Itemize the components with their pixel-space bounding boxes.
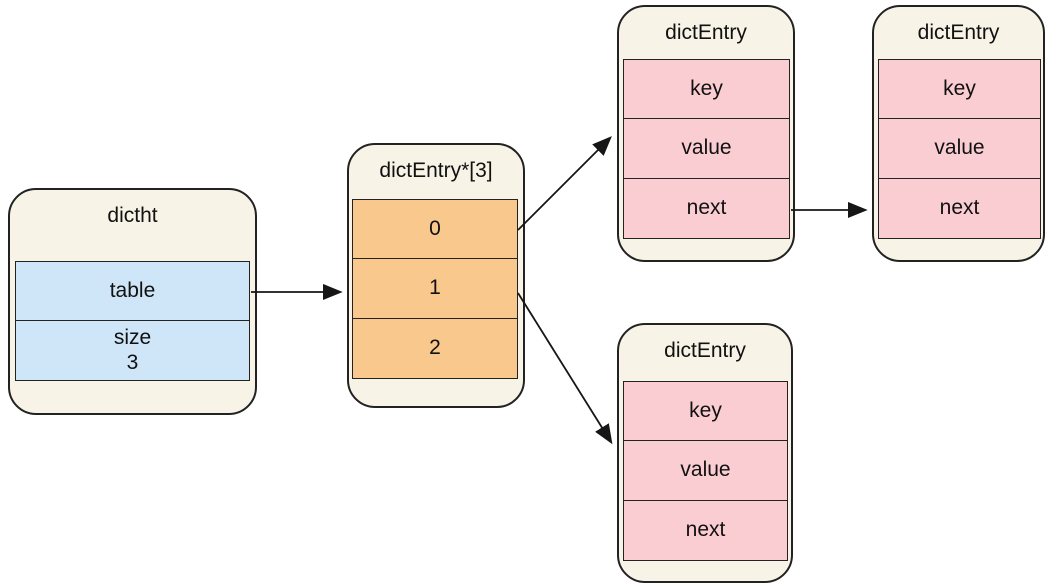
entry-bottom-title: dictEntry [664, 339, 746, 362]
dictht-title: dictht [107, 204, 158, 227]
bucket-slot-0: 0 [352, 199, 518, 259]
entry-top2-value-label: value [934, 136, 985, 160]
dictht-table-label: table [109, 278, 156, 302]
entry-bottom-key-label: key [689, 398, 722, 422]
entry-bottom-value-label: value [680, 458, 731, 482]
entry-bottom-rows: key value next [623, 381, 788, 561]
entry-top2-row-key: key [878, 59, 1041, 119]
dictht-row-size: size 3 [15, 321, 250, 381]
entry-top1-key-label: key [690, 76, 723, 100]
entry-top2-row-value: value [878, 119, 1041, 179]
dictht-row-table: table [15, 261, 250, 321]
bucket-array-title: dictEntry*[3] [379, 159, 493, 182]
bucket-slot-0-label: 0 [429, 216, 441, 240]
arrow-slot0-to-entry-top1 [517, 136, 612, 231]
bucket-slot-1: 1 [352, 259, 518, 319]
entry-top2-next-label: next [939, 196, 980, 220]
dictht-size-value: 3 [126, 350, 139, 374]
bucket-array-rows: 0 1 2 [352, 199, 518, 379]
entry-top2-key-label: key [943, 76, 976, 100]
entry-bottom-box: dictEntry key value next [617, 323, 793, 583]
entry-top1-rows: key value next [623, 59, 790, 239]
dictht-box: dictht table size 3 [8, 188, 257, 415]
entry-top2-rows: key value next [878, 59, 1041, 239]
entry-top1-box: dictEntry key value next [617, 5, 795, 262]
entry-top2-box: dictEntry key value next [872, 5, 1045, 262]
entry-top1-row-key: key [623, 59, 790, 119]
bucket-slot-2-label: 2 [429, 336, 441, 360]
bucket-array-box: dictEntry*[3] 0 1 2 [347, 143, 525, 408]
entry-bottom-row-value: value [623, 441, 788, 501]
entry-top2-title: dictEntry [917, 21, 1000, 44]
entry-bottom-row-next: next [623, 501, 788, 561]
entry-top1-title: dictEntry [665, 21, 747, 44]
bucket-slot-2: 2 [352, 319, 518, 379]
entry-top1-value-label: value [681, 136, 732, 160]
bucket-slot-1-label: 1 [429, 276, 441, 300]
dictht-rows: table size 3 [15, 261, 250, 381]
entry-top1-row-next: next [623, 179, 790, 239]
entry-bottom-row-key: key [623, 381, 788, 441]
entry-top2-row-next: next [878, 179, 1041, 239]
entry-bottom-next-label: next [685, 518, 726, 542]
arrow-slot1-to-entry-bottom [517, 292, 613, 445]
entry-top1-row-value: value [623, 119, 790, 179]
dictht-size-label: size [113, 325, 152, 349]
entry-top1-next-label: next [686, 196, 727, 220]
